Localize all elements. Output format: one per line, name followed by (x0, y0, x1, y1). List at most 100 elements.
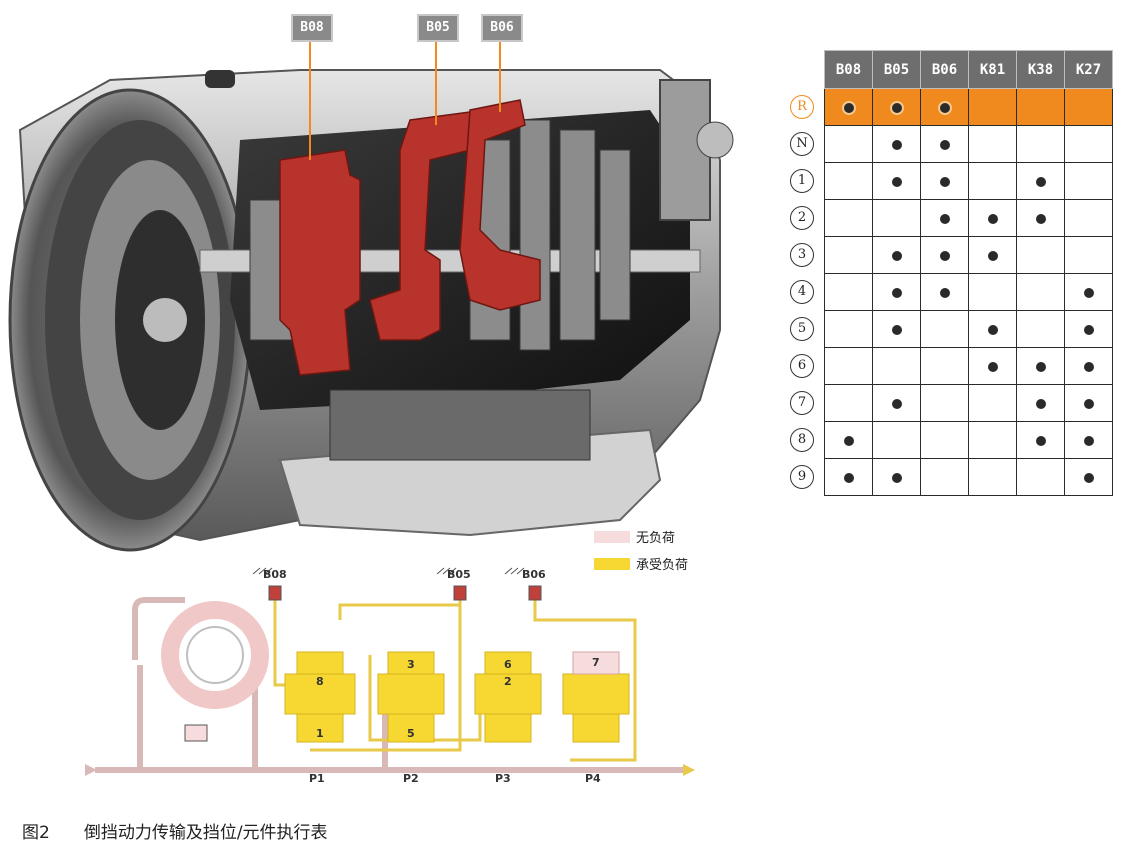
table-cell (824, 310, 873, 348)
table-cell (1016, 273, 1065, 311)
engaged-dot-icon (987, 361, 998, 372)
element-label: 5 (407, 727, 415, 740)
column-header: B05 (872, 50, 921, 89)
table-cell (824, 162, 873, 200)
table-cell (1016, 125, 1065, 163)
engaged-dot-icon (939, 139, 950, 150)
table-row: 1 (780, 162, 1113, 200)
table-cell (1016, 421, 1065, 459)
table-cell (1016, 458, 1065, 496)
brake-label-b05: B05 (447, 568, 471, 581)
power-flow-diagram: B08 B05 B06 8 1 3 5 6 2 7 P1 P2 P3 P4 (85, 567, 695, 785)
table-row: 5 (780, 310, 1113, 348)
gear-badge: R (790, 95, 814, 119)
gear-cell: 1 (780, 163, 825, 200)
table-cell (1064, 88, 1113, 126)
table-cell (968, 199, 1017, 237)
table-cell (872, 384, 921, 422)
brake-label-b08: B08 (263, 568, 287, 581)
planetary-label-p2: P2 (403, 772, 419, 785)
gear-badge: 5 (790, 317, 814, 341)
transmission-cutaway-illustration (8, 40, 734, 552)
table-cell (1064, 236, 1113, 274)
table-cell (824, 421, 873, 459)
table-cell (824, 236, 873, 274)
table-cell (968, 273, 1017, 311)
gear-cell: 5 (780, 311, 825, 348)
table-cell (872, 458, 921, 496)
table-cell (872, 273, 921, 311)
table-row: 2 (780, 199, 1113, 237)
table-cell (1016, 347, 1065, 385)
gear-badge: 7 (790, 391, 814, 415)
planetary-label-p3: P3 (495, 772, 511, 785)
table-cell (968, 236, 1017, 274)
legend-label-no-load: 无负荷 (636, 531, 676, 546)
table-cell (920, 88, 969, 126)
table-row: N (780, 125, 1113, 163)
engaged-dot-icon (1083, 287, 1094, 298)
engaged-dot-icon (843, 472, 854, 483)
table-cell (872, 421, 921, 459)
table-cell (968, 162, 1017, 200)
engaged-dot-icon (1083, 472, 1094, 483)
table-row: 8 (780, 421, 1113, 459)
gear-badge: 8 (790, 428, 814, 452)
engaged-dot-icon (1083, 398, 1094, 409)
engaged-dot-icon (891, 102, 902, 113)
gear-badge: 6 (790, 354, 814, 378)
table-cell (824, 458, 873, 496)
table-cell (920, 199, 969, 237)
table-cell (824, 384, 873, 422)
column-header: B08 (824, 50, 873, 89)
table-cell (1064, 125, 1113, 163)
table-row: 9 (780, 458, 1113, 496)
table-cell (920, 310, 969, 348)
engaged-dot-icon (939, 287, 950, 298)
table-cell (968, 347, 1017, 385)
engaged-dot-icon (1083, 361, 1094, 372)
engaged-dot-icon (891, 472, 902, 483)
planetary-label-p1: P1 (309, 772, 325, 785)
callout-b05: B05 (417, 14, 459, 42)
engaged-dot-icon (891, 287, 902, 298)
table-cell (1064, 162, 1113, 200)
table-cell (872, 347, 921, 385)
table-cell (1064, 384, 1113, 422)
table-cell (872, 88, 921, 126)
table-cell (1016, 199, 1065, 237)
table-cell (920, 458, 969, 496)
engaged-dot-icon (939, 102, 950, 113)
engaged-dot-icon (987, 250, 998, 261)
table-cell (824, 347, 873, 385)
table-cell (1064, 273, 1113, 311)
table-row: 6 (780, 347, 1113, 385)
table-cell (872, 199, 921, 237)
table-cell (1016, 384, 1065, 422)
table-cell (824, 199, 873, 237)
figure-title: 倒挡动力传输及挡位/元件执行表 (83, 823, 328, 843)
column-header: K27 (1064, 50, 1113, 89)
engaged-dot-icon (1035, 361, 1046, 372)
engaged-dot-icon (1035, 435, 1046, 446)
table-cell (920, 421, 969, 459)
table-cell (872, 310, 921, 348)
table-corner (780, 50, 825, 89)
engaged-dot-icon (891, 250, 902, 261)
table-cell (1016, 310, 1065, 348)
element-label: 1 (316, 727, 324, 740)
engaged-dot-icon (843, 102, 854, 113)
table-cell (920, 384, 969, 422)
engaged-dot-icon (1035, 213, 1046, 224)
gear-cell: 6 (780, 348, 825, 385)
legend-swatch-no-load (594, 531, 630, 543)
table-cell (920, 273, 969, 311)
engaged-dot-icon (939, 176, 950, 187)
table-cell (872, 236, 921, 274)
column-header: B06 (920, 50, 969, 89)
table-cell (1064, 310, 1113, 348)
element-label: 6 (504, 658, 512, 671)
element-label: 2 (504, 675, 512, 688)
